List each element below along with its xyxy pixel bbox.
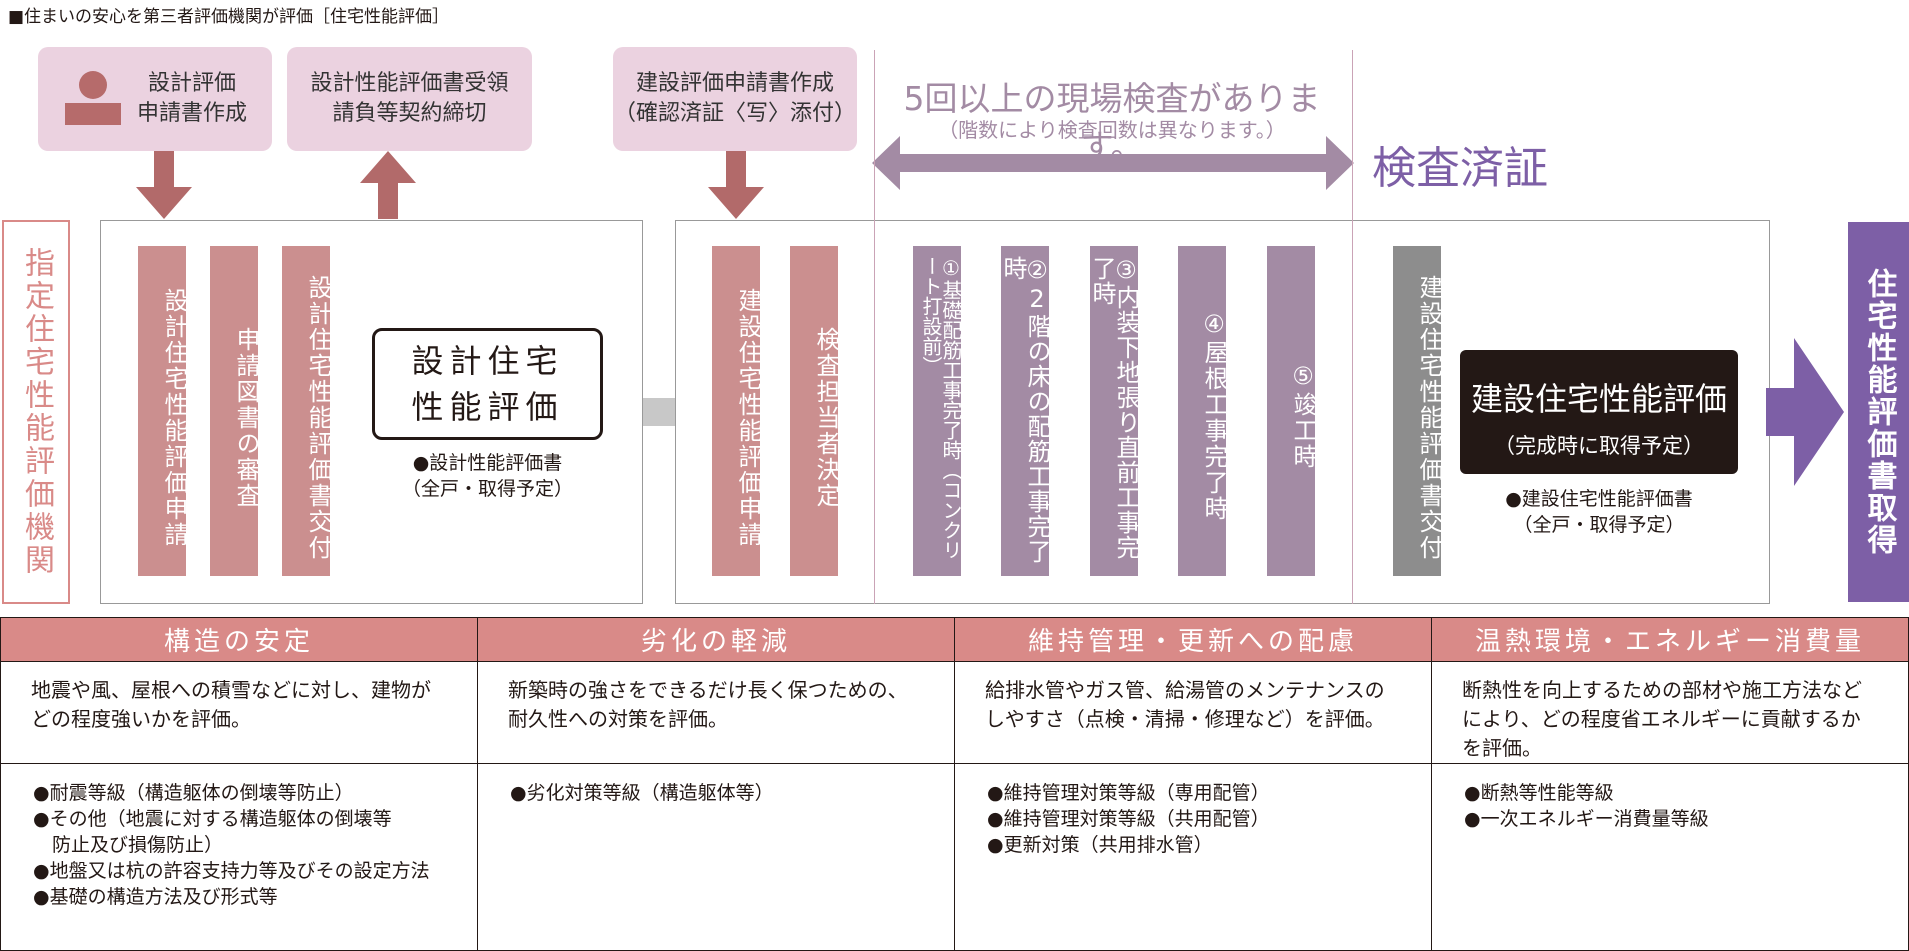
down-arrow-icon bbox=[136, 151, 192, 219]
construction-column-1: 建設住宅性能評価申請 bbox=[712, 246, 762, 576]
design-evaluation-result: 設計住宅 性能評価 bbox=[372, 328, 603, 440]
category-header: 劣化の軽減 bbox=[477, 617, 955, 662]
contract-box: 設計性能評価書受領 請負等契約締切 bbox=[287, 47, 532, 151]
down-arrow-icon bbox=[708, 151, 764, 219]
design-application-box: 設計評価 申請書作成 bbox=[38, 47, 272, 151]
category-items: ●劣化対策等級（構造躯体等） bbox=[477, 763, 955, 951]
construction-column-2: 検査担当者決定 bbox=[790, 246, 840, 576]
evaluation-report-label: 住宅性能評価書取得 bbox=[1848, 222, 1909, 602]
category-items: ●断熱等性能等級 ●一次エネルギー消費量等級 bbox=[1431, 763, 1909, 951]
list-item: ●維持管理対策等級（専用配管） bbox=[987, 782, 1270, 804]
double-arrow-icon bbox=[872, 136, 1354, 190]
page-caption: ■住まいの安心を第三者評価機関が評価［住宅性能評価］ bbox=[8, 7, 450, 27]
design-evaluation-note: ●設計性能評価書 （全戸・取得予定） bbox=[401, 452, 573, 500]
up-arrow-icon bbox=[360, 151, 416, 219]
inspection-certificate: 検査済証 bbox=[1372, 143, 1548, 194]
design-column-2: 申請図書の審査 bbox=[210, 246, 260, 576]
list-item: ●一次エネルギー消費量等級 bbox=[1464, 808, 1709, 830]
list-item: ●耐震等級（構造躯体の倒壊等防止） bbox=[33, 782, 354, 804]
construction-evaluation-result: 建設住宅性能評価 （完成時に取得予定） bbox=[1460, 350, 1738, 474]
person-icon bbox=[63, 69, 123, 129]
inspection-1: ①基礎配筋工事完了時（コンクリート打設前） bbox=[913, 246, 963, 576]
list-item: ●劣化対策等級（構造躯体等） bbox=[510, 782, 774, 804]
list-item: ●地盤又は杭の許容支持力等及びその設定方法 bbox=[33, 860, 430, 882]
construction-result-title: 建設住宅性能評価 bbox=[1470, 380, 1727, 418]
construction-result-sub: （完成時に取得予定） bbox=[1494, 434, 1704, 458]
category-header: 構造の安定 bbox=[0, 617, 478, 662]
design-column-3: 設計住宅性能評価書交付 bbox=[282, 246, 332, 576]
inspection-3: ③内装下地張り直前工事完了時 bbox=[1088, 246, 1140, 576]
category-description: 給排水管やガス管、給湯管のメンテナンスのしやすさ（点検・清掃・修理など）を評価。 bbox=[954, 661, 1432, 764]
inspection-4: ④屋根工事完了時 bbox=[1178, 246, 1228, 576]
design-application-label: 設計評価 申請書作成 bbox=[136, 71, 247, 126]
inspection-title: 5回以上の現場検査があります。 bbox=[903, 79, 1321, 166]
design-column-1: 設計住宅性能評価申請 bbox=[138, 246, 188, 576]
list-item: ●断熱等性能等級 bbox=[1464, 782, 1614, 804]
inspection-5: ⑤竣工時 bbox=[1267, 246, 1317, 576]
construction-application-box: 建設評価申請書作成 （確認済証〈写〉添付） bbox=[613, 47, 857, 151]
issue-column: 建設住宅性能評価書交付 bbox=[1393, 246, 1443, 576]
category-items: ●維持管理対策等級（専用配管） ●維持管理対策等級（共用配管） ●更新対策（共用… bbox=[954, 763, 1432, 951]
list-item: ●維持管理対策等級（共用配管） bbox=[987, 808, 1270, 830]
construction-evaluation-note: ●建設住宅性能評価書 （全戸・取得予定） bbox=[1505, 488, 1693, 536]
category-description: 地震や風、屋根への積雪などに対し、建物がどの程度強いかを評価。 bbox=[0, 661, 478, 764]
inspection-subtitle: （階数により検査回数は異なります。） bbox=[938, 118, 1286, 142]
list-item: ●更新対策（共用排水管） bbox=[987, 834, 1213, 856]
category-description: 新築時の強さをできるだけ長く保つための、耐久性への対策を評価。 bbox=[477, 661, 955, 764]
category-header: 温熱環境・エネルギー消費量 bbox=[1431, 617, 1909, 662]
evaluation-agency-label: 指定住宅性能評価機関 bbox=[2, 220, 70, 604]
list-item: ●その他（地震に対する構造躯体の倒壊等 防止及び損傷防止） bbox=[33, 808, 392, 856]
category-description: 断熱性を向上するための部材や施工方法などにより、どの程度省エネルギーに貢献するか… bbox=[1431, 661, 1909, 764]
result-arrow-icon bbox=[1766, 338, 1844, 486]
evaluation-categories-table: 構造の安定 劣化の軽減 維持管理・更新への配慮 温熱環境・エネルギー消費量 地震… bbox=[0, 617, 1909, 951]
inspection-start-line bbox=[874, 50, 875, 604]
category-items: ●耐震等級（構造躯体の倒壊等防止） ●その他（地震に対する構造躯体の倒壊等 防止… bbox=[0, 763, 478, 951]
inspection-2: ②2階の床の配筋工事完了時 bbox=[999, 246, 1051, 576]
list-item: ●基礎の構造方法及び形式等 bbox=[33, 886, 278, 908]
inspection-end-line bbox=[1352, 50, 1353, 604]
category-header: 維持管理・更新への配慮 bbox=[954, 617, 1432, 662]
